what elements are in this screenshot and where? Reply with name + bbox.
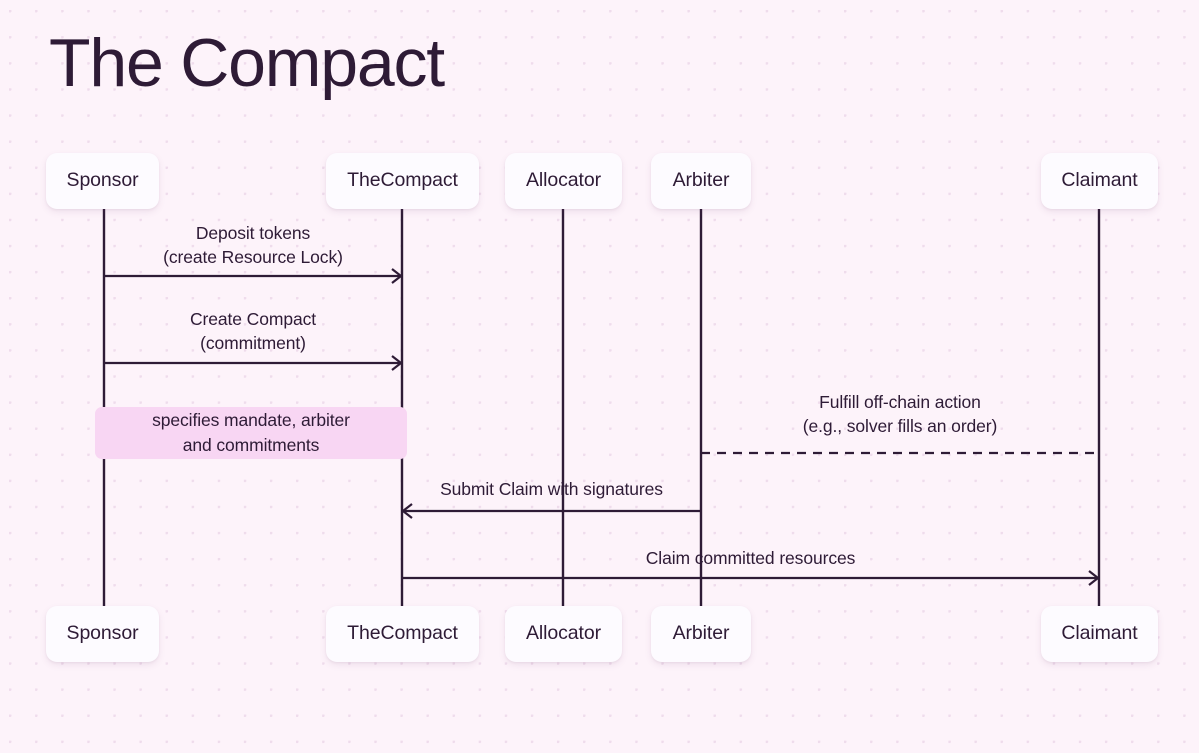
message-create-compact bbox=[104, 355, 403, 371]
message-label-claim-committed-resources: Claim committed resources bbox=[645, 548, 856, 568]
participant-sponsor-bottom[interactable]: Sponsor bbox=[46, 606, 159, 662]
participant-label-allocator-top: Allocator bbox=[526, 169, 601, 192]
message-submit-claim-with-signatures bbox=[401, 503, 701, 519]
participant-label-sponsor-bottom: Sponsor bbox=[66, 622, 139, 645]
message-label-fulfill-offchain-action: Fulfill off-chain action (e.g., solver f… bbox=[802, 392, 998, 436]
message-deposit-tokens bbox=[104, 268, 403, 284]
note-specifies-mandate: specifies mandate, arbiter and commitmen… bbox=[95, 407, 407, 459]
participant-thecompact-bottom[interactable]: TheCompact bbox=[326, 606, 479, 662]
participant-label-claimant-bottom: Claimant bbox=[1061, 622, 1138, 645]
participant-label-claimant-top: Claimant bbox=[1061, 169, 1138, 192]
note-specifies-mandate-text: specifies mandate, arbiter and commitmen… bbox=[152, 410, 350, 455]
participant-label-arbiter-top: Arbiter bbox=[672, 169, 730, 192]
participant-thecompact-top[interactable]: TheCompact bbox=[326, 153, 479, 209]
arrowhead-submit-claim-with-signatures bbox=[401, 503, 413, 519]
message-label-submit-claim-with-signatures: Submit Claim with signatures bbox=[440, 479, 663, 499]
participant-arbiter-bottom[interactable]: Arbiter bbox=[651, 606, 751, 662]
participant-label-sponsor-top: Sponsor bbox=[66, 169, 139, 192]
arrowhead-claim-committed-resources bbox=[1088, 570, 1100, 586]
page-title: The Compact bbox=[49, 25, 445, 101]
participant-allocator-top[interactable]: Allocator bbox=[505, 153, 622, 209]
message-label-create-compact: Create Compact (commitment) bbox=[189, 309, 316, 353]
participant-claimant-bottom[interactable]: Claimant bbox=[1041, 606, 1158, 662]
participant-label-allocator-bottom: Allocator bbox=[526, 622, 601, 645]
participant-label-thecompact-bottom: TheCompact bbox=[347, 622, 458, 645]
participant-label-thecompact-top: TheCompact bbox=[347, 169, 458, 192]
arrowhead-deposit-tokens bbox=[391, 268, 403, 284]
arrowhead-create-compact bbox=[391, 355, 403, 371]
message-label-deposit-tokens: Deposit tokens (create Resource Lock) bbox=[163, 223, 343, 267]
participant-label-arbiter-bottom: Arbiter bbox=[672, 622, 730, 645]
participant-arbiter-top[interactable]: Arbiter bbox=[651, 153, 751, 209]
participant-sponsor-top[interactable]: Sponsor bbox=[46, 153, 159, 209]
participant-claimant-top[interactable]: Claimant bbox=[1041, 153, 1158, 209]
participant-allocator-bottom[interactable]: Allocator bbox=[505, 606, 622, 662]
message-claim-committed-resources bbox=[402, 570, 1100, 586]
